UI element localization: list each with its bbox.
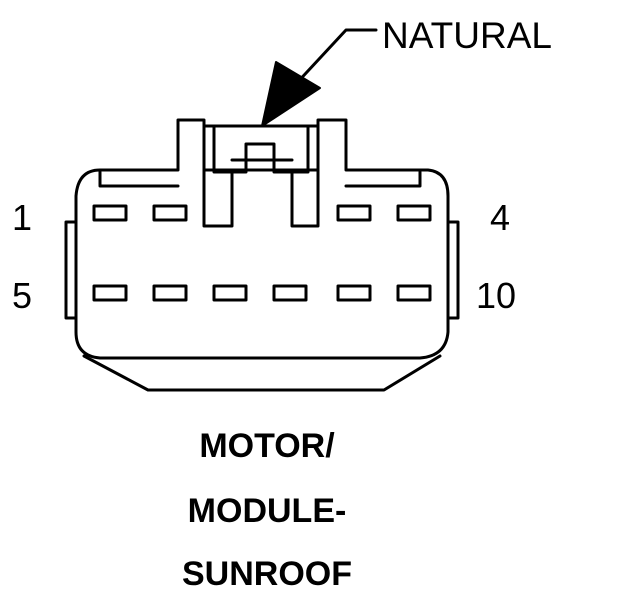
callout-leader-line: [292, 28, 378, 88]
pin-number-1-label: 1: [12, 197, 33, 238]
connector-title-line-1: MOTOR/: [199, 427, 335, 465]
connector-housing: [74, 118, 450, 360]
locking-tab-inner: [212, 124, 234, 174]
connector-title-line-3: SUNROOF: [182, 555, 352, 593]
inner-frame-left: [98, 170, 180, 188]
right-side-latch: [446, 220, 460, 320]
pin-number-10-label: 10: [476, 275, 517, 316]
pin-number-5-label: 5: [12, 275, 33, 316]
natural-color-callout-label: NATURAL: [382, 15, 552, 56]
cavity-1: [92, 204, 128, 222]
cavity-9: [336, 284, 372, 302]
locking-tab: [202, 124, 320, 228]
cavity-5: [92, 284, 128, 302]
connector-title-line-2: MODULE-: [187, 492, 347, 530]
cavity-4: [396, 204, 432, 222]
cavity-10: [396, 284, 432, 302]
cavity-2: [152, 204, 188, 222]
inner-frame-right: [344, 170, 422, 188]
cavity-3: [336, 204, 372, 222]
cavity-6: [152, 284, 188, 302]
callout-arrowhead: [261, 61, 321, 127]
connector-shroud: [82, 354, 442, 392]
left-side-latch: [64, 220, 78, 320]
cavity-8: [272, 284, 308, 302]
locking-tab-inner-2: [290, 124, 310, 174]
pin-number-4-label: 4: [490, 197, 511, 238]
cavity-7: [212, 284, 248, 302]
